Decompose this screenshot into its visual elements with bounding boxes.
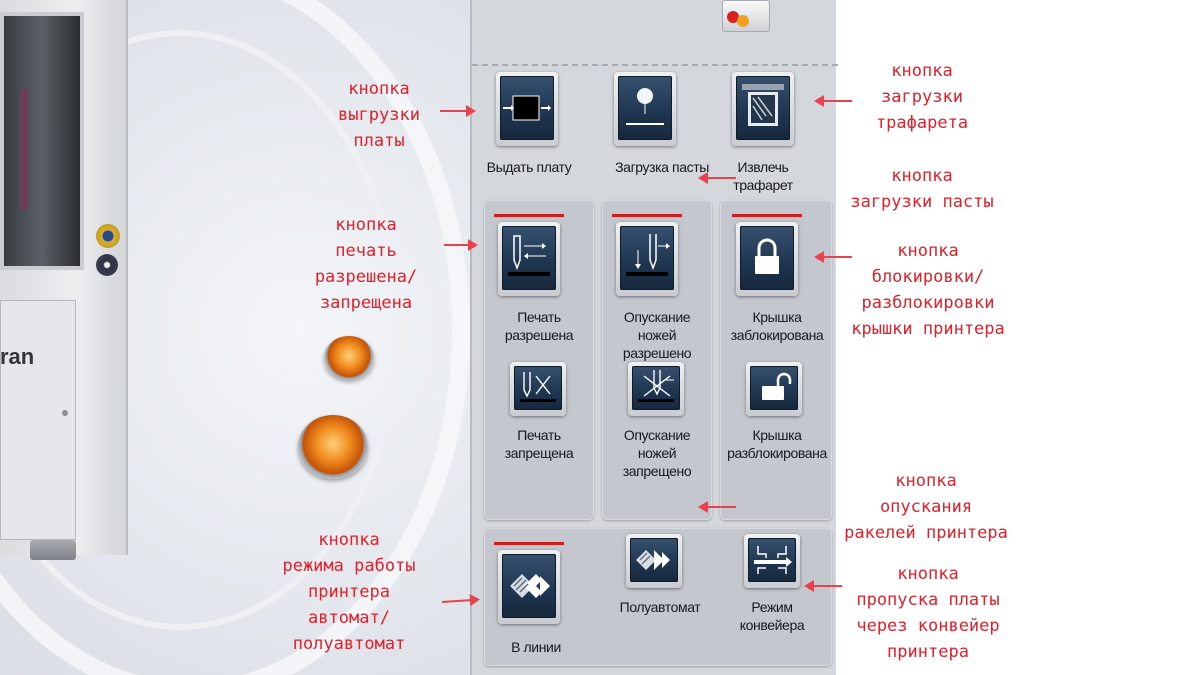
blades-disabled-label: Опускание ножей запрещено [622,427,692,479]
screw [62,410,68,416]
remove-stencil-label: Извлечь трафарет [733,159,793,193]
arrow-left-icon [814,251,852,263]
blades-enabled-button[interactable] [612,214,682,296]
key-switch [96,254,118,276]
cover-unlocked-label: Крышка разблокирована [727,427,827,461]
inline-mode-label: В линии [511,639,561,655]
annotation-squeegee-lower: кнопка опускания ракелей принтера [844,471,1008,543]
arrow-right-icon [444,239,478,251]
arrow-left-icon [804,580,842,592]
arrow-left-icon [698,172,736,184]
blades-enabled-label: Опускание ножей разрешено [622,309,692,361]
active-indicator [494,214,564,217]
print-disabled-button[interactable] [510,362,566,416]
printer-machine: ran [0,0,128,560]
machine-logo: ran [0,344,35,369]
paste-load-label: Загрузка пасты [615,159,709,175]
lock-open-icon [762,372,792,400]
cover-locked-label: Крышка заблокирована [730,309,824,343]
unload-board-label: Выдать плату [486,159,572,175]
active-indicator [494,542,564,545]
blades-disabled-button[interactable] [628,362,684,416]
arrow-left-icon [814,95,852,107]
annotation-mode: кнопка режима работы принтера автомат/ п… [282,530,416,654]
lock-closed-icon [755,238,779,274]
conveyor-mode-label: Режим конвейера [739,599,805,633]
unload-board-icon [503,95,551,121]
remove-stencil-button[interactable] [732,72,794,146]
alarm-icon[interactable] [722,0,770,32]
cover-unlocked-button[interactable] [746,362,802,416]
indicator-lamp-large [298,415,368,479]
machine-door [0,12,84,270]
print-enabled-button[interactable] [494,214,564,296]
annotation-unload: кнопка выгрузки платы [338,79,420,151]
semi-auto-button[interactable] [626,534,682,588]
inline-mode-icon [510,574,550,598]
stencil-icon [742,84,784,126]
control-panel: Выдать плату Загрузка пасты Извлечь траф… [470,0,838,675]
print-enabled-icon [508,235,550,276]
emergency-knob [96,224,120,248]
annotation-paste-load: кнопка загрузки пасты [850,166,994,212]
annotation-print-enable: кнопка печать разрешена/ запрещена [314,215,418,313]
active-indicator [612,214,682,217]
indicator-lamp-small [324,336,374,380]
machine-photo: ran [0,0,470,675]
annotation-cover-lock: кнопка блокировки/ разблокировки крышки … [851,241,1005,339]
decor-arc [0,30,400,630]
inline-mode-button[interactable] [494,542,564,624]
annotation-conveyor-pass: кнопка пропуска платы через конвейер при… [856,564,1000,662]
cover-locked-button[interactable] [732,214,802,296]
active-indicator [732,214,802,217]
annotation-stencil-load: кнопка загрузки трафарета [875,61,969,133]
paste-load-button[interactable] [614,72,676,146]
machine-side-panel [0,300,76,540]
semi-auto-label: Полуавтомат [619,599,701,615]
machine-foot [30,540,76,560]
arrow-right-icon [440,105,476,117]
print-disabled-label: Печать запрещена [504,427,574,461]
divider [472,64,838,66]
conveyor-mode-button[interactable] [744,534,800,588]
paste-drop-icon [626,88,664,125]
print-enabled-label: Печать разрешена [504,309,574,343]
blades-enabled-icon [626,234,670,276]
arrow-left-icon [698,501,736,513]
unload-board-button[interactable] [496,72,558,146]
semi-auto-icon [636,550,670,570]
conveyor-pass-icon [754,546,792,574]
print-disabled-icon [520,372,556,402]
blades-disabled-icon [638,370,674,402]
